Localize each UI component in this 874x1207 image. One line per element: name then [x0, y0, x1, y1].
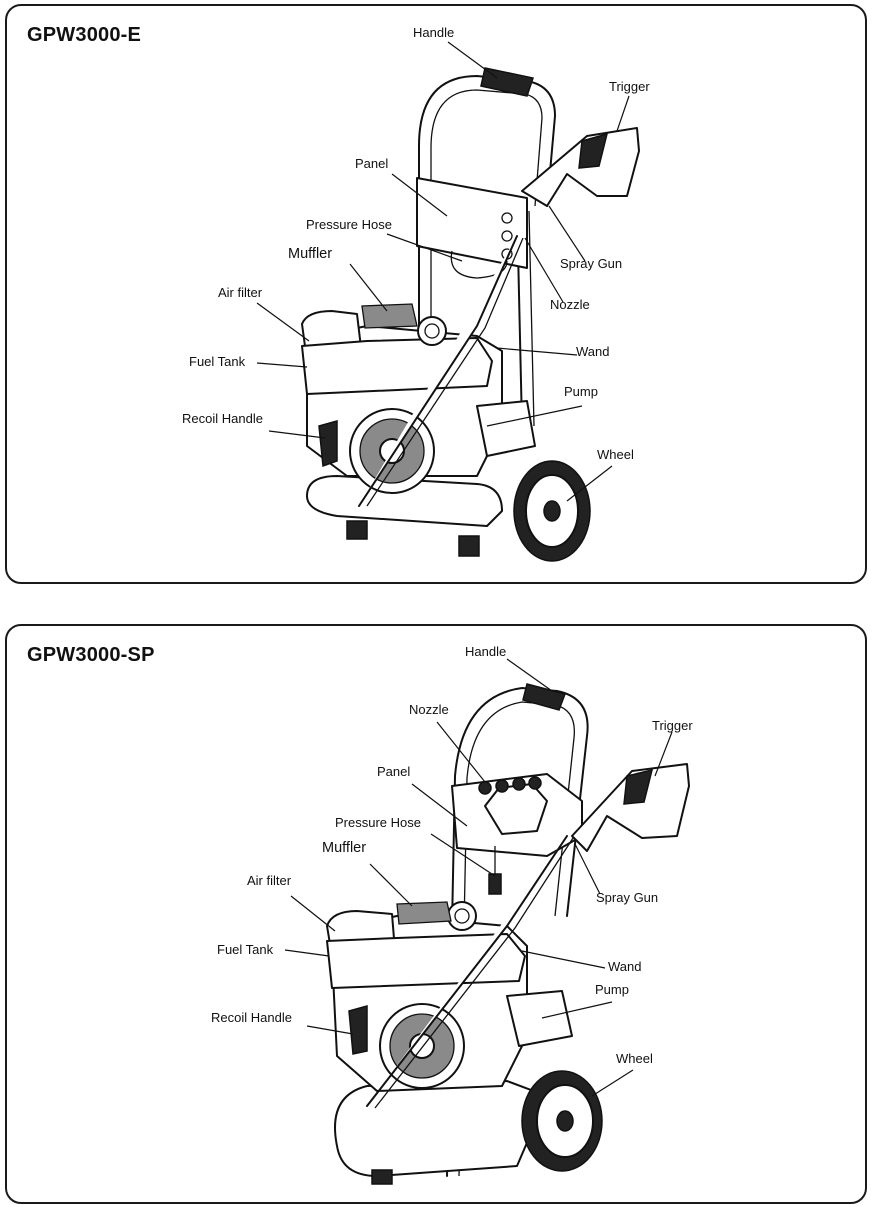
label-recoil-handle: Recoil Handle: [211, 1010, 292, 1025]
label-muffler: Muffler: [288, 246, 333, 262]
recoil-handle-grip: [348, 1005, 368, 1055]
label-spray-gun: Spray Gun: [560, 256, 623, 271]
label-recoil-handle: Recoil Handle: [182, 411, 263, 426]
label-wheel: Wheel: [616, 1051, 653, 1066]
pump-body: [476, 400, 536, 457]
handle-grip: [522, 683, 566, 711]
handle-grip: [480, 67, 534, 97]
base-frame: [306, 475, 503, 527]
label-handle: Handle: [413, 25, 455, 40]
label-trigger: Trigger: [609, 79, 650, 94]
trigger-lever: [623, 768, 654, 805]
label-pressure-hose: Pressure Hose: [306, 217, 392, 232]
label-pressure-hose: Pressure Hose: [335, 815, 421, 830]
label-fuel-tank: Fuel Tank: [189, 354, 246, 369]
label-pump: Pump: [595, 982, 629, 997]
wand-tube: [366, 835, 568, 1107]
label-trigger: Trigger: [652, 718, 693, 733]
label-panel: Panel: [377, 764, 411, 779]
wand-tube: [358, 235, 518, 507]
label-nozzle: Nozzle: [550, 297, 590, 312]
recoil-handle-grip: [318, 420, 338, 468]
label-spray-gun: Spray Gun: [596, 890, 659, 905]
label-wheel: Wheel: [597, 447, 634, 462]
label-pump: Pump: [564, 384, 598, 399]
label-wand: Wand: [608, 959, 642, 974]
base-frame: [334, 1080, 548, 1177]
model-title: GPW3000-E: [27, 24, 142, 46]
control-panel-plate: [416, 177, 528, 269]
trigger-lever: [578, 132, 609, 169]
label-fuel-tank: Fuel Tank: [217, 942, 274, 957]
fuel-tank: [326, 933, 526, 989]
label-panel: Panel: [355, 156, 389, 171]
label-air-filter: Air filter: [218, 285, 263, 300]
muffler-body: [361, 303, 418, 329]
spray-gun-body: [571, 763, 690, 852]
pump-body: [506, 990, 573, 1047]
label-nozzle: Nozzle: [409, 702, 449, 717]
muffler-body: [396, 901, 452, 925]
model-title: GPW3000-SP: [27, 644, 155, 666]
fuel-tank: [301, 337, 493, 395]
label-air-filter: Air filter: [247, 873, 292, 888]
label-muffler: Muffler: [322, 840, 367, 856]
diagram-panel-gpw3000-e: GPW3000-E Handle Trigger Panel Pressure …: [5, 4, 867, 584]
label-handle: Handle: [465, 644, 507, 659]
diagram-panel-gpw3000-sp: GPW3000-SP Handle Nozzle Trigger Panel P…: [5, 624, 867, 1204]
pressure-washer-illustration-e: [256, 41, 640, 562]
pressure-washer-illustration-sp: [284, 658, 690, 1185]
label-wand: Wand: [576, 344, 610, 359]
